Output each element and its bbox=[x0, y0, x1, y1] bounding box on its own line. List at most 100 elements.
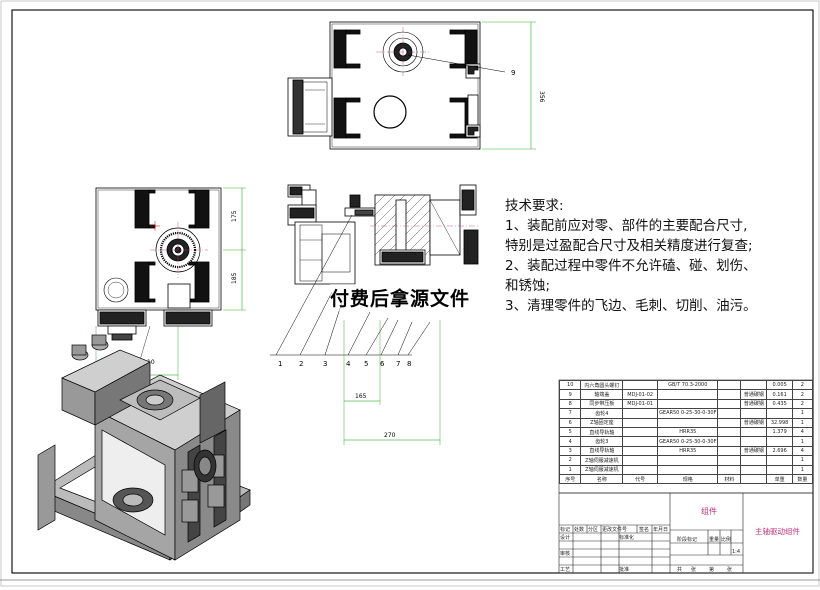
bom-cell-weight bbox=[766, 455, 793, 466]
tb-label-change: 更改文件号 bbox=[602, 527, 628, 533]
bom-cell-count: 1 bbox=[791, 417, 814, 428]
balloon-2: 2 bbox=[299, 360, 303, 368]
bom-cell-mat: 普通碳钢 bbox=[740, 445, 768, 457]
balloon-9-label: 9 bbox=[511, 69, 515, 77]
bom-cell-name: Z轴伺服减速机 bbox=[580, 455, 624, 466]
dim-overall-width: 270 bbox=[384, 432, 396, 439]
bom-header-no: 序号 bbox=[558, 473, 582, 485]
tb-label-audit: 审核 bbox=[560, 551, 571, 557]
bom-header-code: 代号 bbox=[622, 473, 659, 485]
tb-drawing-title: 主轴驱动组件 bbox=[755, 527, 800, 536]
bom-cell-count: 4 bbox=[791, 426, 814, 438]
technical-requirements: 技术要求: 1、装配前应对零、部件的主要配合尺寸, 特别是过盈配合尺寸及相关精度… bbox=[505, 196, 805, 316]
tb-label-design: 设计 bbox=[560, 535, 571, 541]
bom-cell-standard bbox=[657, 455, 719, 466]
bom-cell-no: 4 bbox=[558, 436, 582, 447]
dim-side-upper: 175 bbox=[231, 210, 238, 222]
bom-cell-standard: HRR35 bbox=[657, 445, 719, 457]
bom-header-name: 名称 bbox=[580, 473, 624, 485]
bom-cell-code bbox=[622, 408, 659, 419]
top-view bbox=[287, 21, 536, 150]
bom-cell-mat: 普通碳钢 bbox=[740, 398, 768, 410]
bom-cell-qty bbox=[717, 455, 742, 466]
bom-cell-code: MDJ-01-02 bbox=[622, 389, 659, 400]
bom-cell-weight: 0.161 bbox=[766, 389, 793, 400]
bom-cell-no: 3 bbox=[558, 445, 582, 457]
bom-cell-name: 同步带压板 bbox=[580, 398, 624, 410]
bom-cell-mat bbox=[740, 408, 768, 419]
title-block-lines bbox=[558, 492, 814, 574]
isometric-view bbox=[37, 334, 251, 561]
bom-cell-qty bbox=[717, 408, 742, 419]
bom-cell-standard: GB/T 70.3-2000 bbox=[657, 379, 719, 391]
bom-cell-name: 直线导轨轴 bbox=[580, 426, 624, 438]
front-view bbox=[95, 187, 246, 380]
bom-header-qty: 数量 bbox=[791, 473, 814, 485]
tb-label-count: 处数 bbox=[574, 527, 585, 533]
tech-req-line-2: 特别是过盈配合尺寸及相关精度进行复查; bbox=[505, 238, 753, 254]
bom-cell-code bbox=[622, 445, 659, 457]
bom-cell-no: 10 bbox=[558, 379, 582, 391]
dim-mid-width: 165 bbox=[355, 393, 367, 400]
tb-label-standardize: 标准化 bbox=[619, 535, 635, 541]
bom-cell-qty bbox=[717, 398, 742, 410]
tech-req-line-4: 和锈蚀; bbox=[505, 278, 551, 294]
bom-cell-name: 齿轮3 bbox=[580, 436, 624, 447]
bom-cell-count: 1 bbox=[791, 455, 814, 466]
bom-cell-count: 2 bbox=[791, 398, 814, 410]
tb-label-mark: 标记 bbox=[560, 527, 571, 533]
balloon-3: 3 bbox=[323, 360, 327, 368]
bom-cell-qty bbox=[717, 436, 742, 447]
bom-cell-qty bbox=[717, 426, 742, 438]
tech-req-line-5: 3、清理零件的飞边、毛刺、切削、油污。 bbox=[505, 298, 757, 314]
bom-cell-no: 2 bbox=[558, 455, 582, 466]
bom-cell-qty bbox=[717, 417, 742, 428]
bom-cell-qty bbox=[717, 389, 742, 400]
balloon-10-label: 10 bbox=[147, 359, 155, 366]
tb-label-sheet: 第 bbox=[709, 567, 715, 573]
bom-cell-standard bbox=[657, 398, 719, 410]
tb-label-date: 年月日 bbox=[653, 527, 669, 533]
bom-cell-standard: HRR35 bbox=[657, 426, 719, 438]
bom-cell-count: 2 bbox=[791, 379, 814, 391]
bom-cell-code bbox=[622, 436, 659, 447]
bom-cell-standard bbox=[657, 417, 719, 428]
bom-header-row: 序号 名称 代号 规格 材料 单重 数量 bbox=[558, 473, 814, 485]
bom-cell-no: 6 bbox=[558, 417, 582, 428]
bom-cell-mat bbox=[740, 455, 768, 466]
bom-cell-standard bbox=[657, 389, 719, 400]
tech-req-line-1: 1、装配前应对零、部件的主要配合尺寸, bbox=[505, 218, 748, 234]
bom-cell-mat: 普通碳钢 bbox=[740, 417, 768, 428]
bom-cell-standard: GEAR50 0-25-30-0-30F bbox=[657, 436, 719, 447]
inner-border bbox=[11, 9, 814, 574]
bom-cell-count: 4 bbox=[791, 445, 814, 457]
balloon-labels: 1 2 3 4 5 6 7 8 bbox=[278, 360, 411, 368]
bom-header-weight: 单重 bbox=[766, 473, 793, 485]
bom-cell-code bbox=[622, 464, 659, 475]
bom-cell-no: 8 bbox=[558, 398, 582, 410]
bom-cell-qty bbox=[717, 464, 742, 475]
bom-cell-name: Z轴伺服减速机 bbox=[580, 464, 624, 475]
bom-cell-mat bbox=[740, 379, 768, 391]
tb-label-zhang-1: 张 bbox=[691, 567, 697, 573]
bom-cell-name: 轴端盖 bbox=[580, 389, 624, 400]
bom-cell-mat bbox=[740, 426, 768, 438]
tb-label-approve: 批准 bbox=[619, 567, 630, 573]
side-section-view bbox=[270, 184, 480, 445]
bom-cell-weight: 0.005 bbox=[766, 379, 793, 391]
balloon-8: 8 bbox=[407, 360, 411, 368]
bom-cell-standard bbox=[657, 464, 719, 475]
bom-cell-no: 9 bbox=[558, 389, 582, 400]
bom-cell-qty bbox=[717, 379, 742, 391]
bom-cell-code bbox=[622, 379, 659, 391]
bom-cell-name: 齿轮4 bbox=[580, 408, 624, 419]
tb-label-process: 工艺 bbox=[560, 567, 571, 573]
